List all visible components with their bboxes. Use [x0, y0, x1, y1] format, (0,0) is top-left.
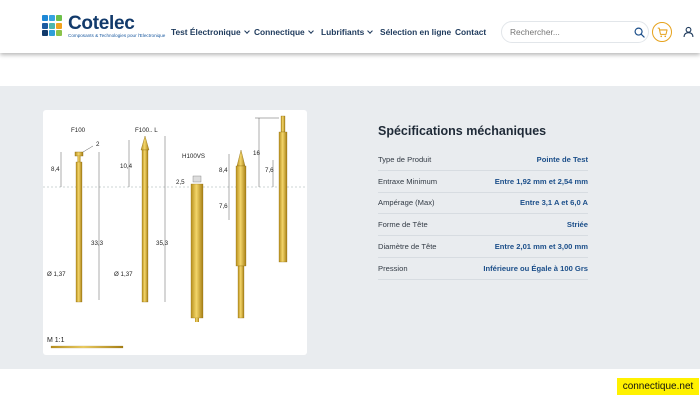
label-16: 16: [253, 150, 260, 157]
label-2: 2: [96, 141, 100, 148]
spec-row: Type de Produit Pointe de Test: [378, 149, 588, 171]
label-10-4: 10,4: [120, 163, 133, 170]
brand-logo[interactable]: Cotelec Composants & Technologies pour l…: [42, 14, 165, 39]
watermark: connectique.net: [617, 378, 699, 395]
nav-item-label: Lubrifiants: [321, 27, 365, 37]
spec-row: Forme de Tête Striée: [378, 214, 588, 237]
nav-item-label: Sélection en ligne: [380, 27, 452, 37]
logo-square: [56, 15, 62, 21]
user-icon[interactable]: [683, 26, 694, 38]
spec-label: Ampérage (Max): [378, 198, 435, 208]
spec-value: Pointe de Test: [536, 154, 588, 164]
spec-value: Entre 1,92 mm et 2,54 mm: [494, 176, 588, 186]
search-input[interactable]: [510, 27, 620, 37]
probe-f100-l: [140, 135, 150, 303]
logo-square: [49, 22, 55, 29]
chevron-down-icon: [367, 28, 374, 34]
label-8-4b: 8,4: [219, 167, 228, 174]
logo-square: [56, 22, 62, 29]
specs-panel: Spécifications méchaniques Type de Produ…: [378, 124, 588, 280]
spec-value: Entre 3,1 A et 6,0 A: [520, 198, 588, 208]
label-h100vs: H100VS: [182, 153, 205, 160]
nav-item-label: Connectique: [254, 27, 305, 37]
label-2-5: 2,5: [176, 179, 185, 186]
cart-button[interactable]: [652, 22, 672, 42]
probe-long: [278, 115, 288, 263]
search-box: [501, 21, 649, 43]
logo-square: [42, 15, 48, 21]
logo-square: [42, 22, 48, 29]
logo-square: [42, 30, 48, 37]
nav-item-connectique[interactable]: Connectique: [254, 27, 314, 37]
scale-probe: [50, 345, 124, 349]
label-8-4: 8,4: [51, 166, 60, 173]
spec-row: Ampérage (Max) Entre 3,1 A et 6,0 A: [378, 193, 588, 215]
label-7-6b: 7,6: [265, 167, 274, 174]
probe-diagram-card: F100 2 8,4 33,3 Ø 1,37 F100.. L 10,4 35,…: [43, 110, 307, 355]
label-scale: M 1:1: [47, 337, 65, 344]
nav-item-label: Test Électronique: [171, 27, 241, 37]
label-dia-1: Ø 1,37: [47, 271, 66, 278]
logo-square: [56, 30, 62, 37]
logo-square: [49, 15, 55, 21]
logo-icon: [42, 15, 64, 37]
cart-icon: [657, 27, 668, 38]
probe-h100vs: [190, 175, 204, 322]
nav-item-selection-en-ligne[interactable]: Sélection en ligne: [380, 27, 451, 37]
spec-row: Entraxe Minimum Entre 1,92 mm et 2,54 mm: [378, 171, 588, 193]
spec-label: Forme de Tête: [378, 220, 428, 230]
nav-item-lubrifiants[interactable]: Lubrifiants: [321, 27, 374, 37]
site-header: Cotelec Composants & Technologies pour l…: [0, 0, 700, 53]
chevron-down-icon: [243, 28, 250, 34]
product-specs-section: F100 2 8,4 33,3 Ø 1,37 F100.. L 10,4 35,…: [0, 86, 700, 369]
probe-technical-drawing: F100 2 8,4 33,3 Ø 1,37 F100.. L 10,4 35,…: [43, 115, 307, 349]
nav-item-label: Contact: [455, 27, 487, 37]
label-7-6a: 7,6: [219, 203, 228, 210]
logo-square: [49, 30, 55, 37]
spec-label: Entraxe Minimum: [378, 176, 438, 186]
spec-label: Diamètre de Tête: [378, 242, 437, 252]
logo-tagline: Composants & Technologies pour l'Electro…: [68, 33, 166, 38]
label-33-3: 33,3: [91, 240, 104, 247]
logo-name: Cotelec: [68, 13, 135, 34]
nav-item-test-electronique[interactable]: Test Électronique: [171, 27, 250, 37]
spec-label: Pression: [378, 263, 408, 273]
nav-item-contact[interactable]: Contact: [455, 27, 486, 37]
spec-label: Type de Produit: [378, 154, 432, 164]
label-f100: F100: [71, 127, 86, 134]
label-dia-2: Ø 1,37: [114, 271, 133, 278]
spec-row: Diamètre de Tête Entre 2,01 mm et 3,00 m…: [378, 236, 588, 258]
label-f100-l: F100.. L: [135, 127, 158, 134]
chevron-down-icon: [307, 28, 314, 34]
spec-value: Striée: [566, 220, 588, 230]
spec-row: Pression Inférieure ou Égale à 100 Grs: [378, 258, 588, 280]
spec-value: Entre 2,01 mm et 3,00 mm: [494, 242, 588, 252]
probe-f100: [74, 151, 84, 303]
search-icon[interactable]: [634, 27, 645, 38]
label-35-3: 35,3: [156, 240, 169, 247]
probe-serrated-head: [235, 149, 247, 319]
spec-value: Inférieure ou Égale à 100 Grs: [483, 263, 588, 273]
specs-title: Spécifications méchaniques: [378, 124, 547, 138]
